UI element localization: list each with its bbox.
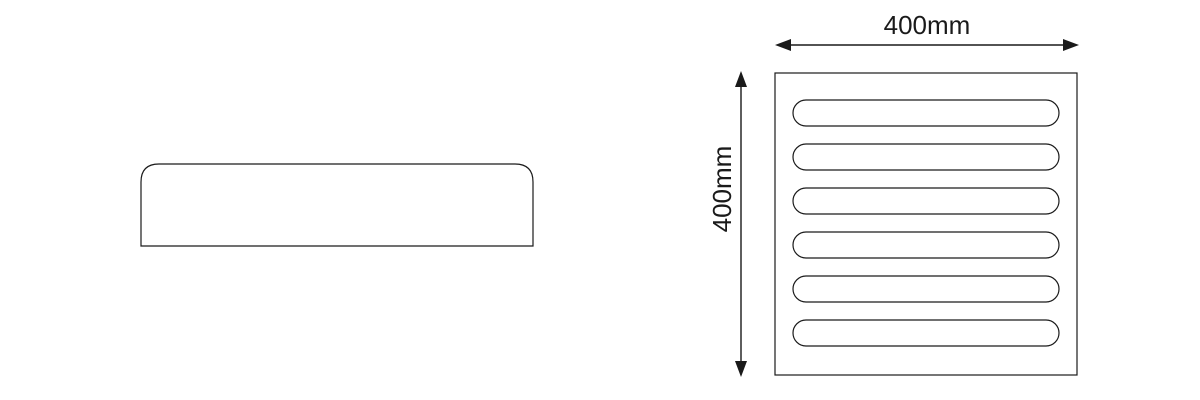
width-arrow-right-icon xyxy=(1063,39,1079,51)
tile-top-view xyxy=(774,72,1078,376)
height-dimension: 400mm xyxy=(707,71,747,377)
height-arrow-top-icon xyxy=(735,71,747,87)
tile-ridge xyxy=(792,319,1060,347)
tile-ridge xyxy=(792,231,1060,259)
width-dimension: 400mm xyxy=(775,10,1079,51)
width-dimension-label: 400mm xyxy=(884,10,971,40)
tile-side-view xyxy=(140,163,534,247)
tile-ridge xyxy=(792,99,1060,127)
height-arrow-bottom-icon xyxy=(735,361,747,377)
height-dimension-label: 400mm xyxy=(707,146,737,233)
tile-ridge xyxy=(792,143,1060,171)
tile-ridges xyxy=(792,99,1060,347)
width-arrow-left-icon xyxy=(775,39,791,51)
tile-ridge xyxy=(792,187,1060,215)
tile-ridge xyxy=(792,275,1060,303)
